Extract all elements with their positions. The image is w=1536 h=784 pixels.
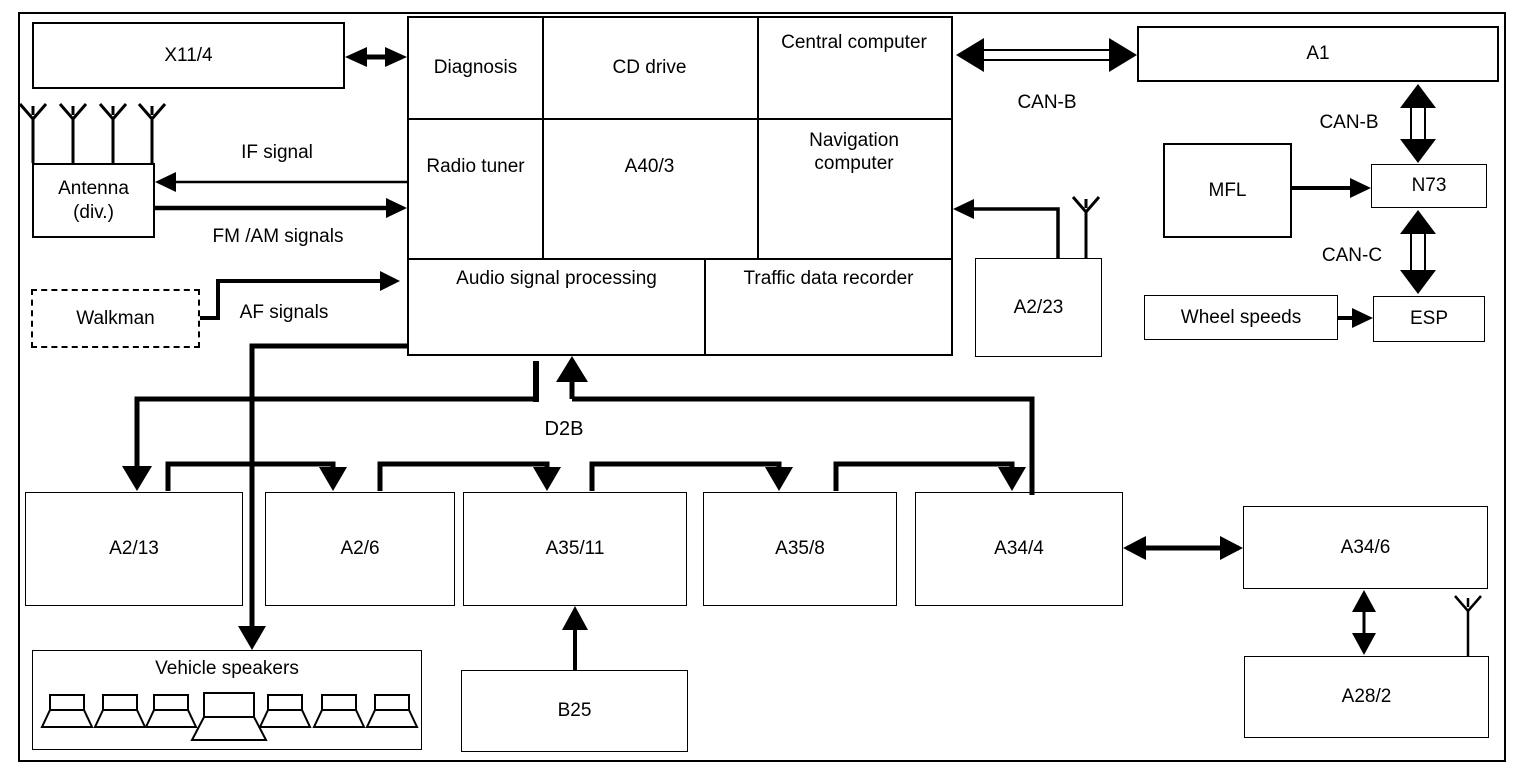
box-a2-13: A2/13 (25, 492, 243, 606)
head-unit-divider-v3 (704, 258, 706, 354)
head-unit-divider-h2 (409, 258, 951, 260)
cell-audio-signal-processing-label: Audio signal processing (456, 268, 657, 289)
cell-diagnosis-label: Diagnosis (433, 56, 518, 78)
label-if-signal: IF signal (241, 142, 313, 163)
head-unit-divider-h1 (409, 118, 951, 120)
box-vehicle-speakers-label: Vehicle speakers (155, 658, 299, 679)
head-unit-divider-v2 (757, 18, 759, 258)
box-a1-label: A1 (1306, 43, 1330, 65)
box-a35-8: A35/8 (703, 492, 897, 606)
cell-central-computer-label: Central computer (781, 32, 927, 53)
cell-cd-drive: CD drive (542, 18, 757, 118)
cell-audio-signal-processing: Audio signal processing (409, 260, 704, 354)
box-a34-4: A34/4 (915, 492, 1123, 606)
head-unit-divider-v1 (542, 18, 544, 258)
box-x11-4: X11/4 (32, 22, 345, 89)
box-walkman: Walkman (31, 289, 200, 348)
box-n73-label: N73 (1411, 175, 1447, 197)
box-n73: N73 (1371, 164, 1487, 208)
box-antenna-div-label: Antenna (div.) (58, 177, 129, 223)
box-walkman-label: Walkman (76, 307, 155, 329)
box-a2-23-label: A2/23 (1013, 296, 1064, 318)
box-wheel-speeds-label: Wheel speeds (1180, 306, 1302, 328)
box-a28-2-label: A28/2 (1341, 686, 1392, 708)
cell-navigation-computer: Navigation computer (757, 120, 951, 258)
label-can-b-a1: CAN-B (1017, 92, 1077, 113)
box-a2-23: A2/23 (975, 258, 1102, 357)
box-esp-label: ESP (1409, 308, 1449, 330)
box-a34-6: A34/6 (1243, 506, 1488, 589)
box-a2-6: A2/6 (265, 492, 455, 606)
label-d2b: D2B (544, 418, 584, 440)
cell-radio-tuner: Radio tuner (409, 120, 542, 258)
label-can-c: CAN-C (1321, 245, 1383, 266)
head-unit-box: Diagnosis CD drive Central computer Radi… (407, 16, 953, 356)
box-vehicle-speakers: Vehicle speakers (32, 650, 422, 750)
cell-a40-3-label: A40/3 (624, 156, 675, 177)
box-a1: A1 (1137, 26, 1499, 82)
cell-traffic-data-recorder: Traffic data recorder (706, 260, 951, 354)
cell-central-computer: Central computer (757, 18, 951, 118)
cell-diagnosis: Diagnosis (409, 18, 542, 118)
box-a34-4-label: A34/4 (994, 538, 1044, 560)
box-mfl: MFL (1163, 143, 1292, 238)
box-a2-6-label: A2/6 (340, 538, 380, 560)
box-a2-13-label: A2/13 (109, 538, 159, 560)
box-mfl-label: MFL (1208, 179, 1247, 201)
cell-cd-drive-label: CD drive (612, 56, 687, 78)
label-af-signals: AF signals (239, 302, 329, 323)
label-fm-am-signals: FM /AM signals (212, 226, 344, 247)
cell-a40-3: A40/3 (542, 120, 757, 258)
box-wheel-speeds: Wheel speeds (1144, 295, 1338, 340)
box-antenna-div: Antenna (div.) (32, 163, 155, 238)
cell-radio-tuner-label: Radio tuner (426, 156, 525, 177)
box-a35-8-label: A35/8 (775, 538, 825, 560)
cell-traffic-data-recorder-label: Traffic data recorder (743, 268, 914, 289)
box-a35-11: A35/11 (463, 492, 687, 606)
cell-navigation-computer-label: Navigation computer (809, 130, 899, 174)
box-x11-4-label: X11/4 (164, 44, 213, 66)
box-a35-11-label: A35/11 (545, 538, 605, 560)
box-b25-label: B25 (557, 700, 592, 722)
box-esp: ESP (1373, 296, 1485, 342)
label-can-b-n73: CAN-B (1319, 112, 1379, 133)
box-b25: B25 (461, 670, 688, 752)
box-a34-6-label: A34/6 (1340, 536, 1391, 558)
box-a28-2: A28/2 (1244, 656, 1489, 738)
